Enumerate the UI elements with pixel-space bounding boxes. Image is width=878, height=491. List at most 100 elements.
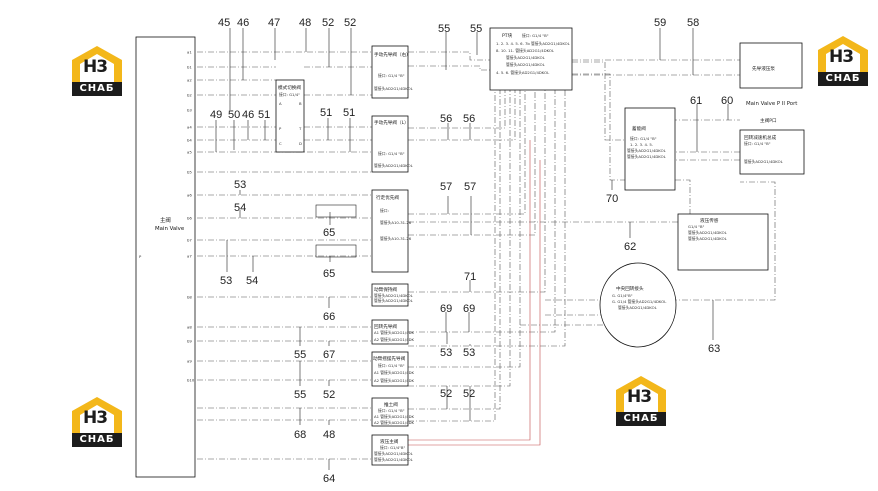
reference-number: 45 bbox=[218, 17, 230, 29]
svg-text:管接头AD2G1/4DKOL: 管接头AD2G1/4DKOL bbox=[506, 55, 546, 60]
main-valve-p-port: P bbox=[139, 254, 142, 259]
svg-text:动臂摇摆先导阀: 动臂摇摆先导阀 bbox=[373, 355, 406, 362]
logo-text: H3 bbox=[829, 47, 854, 67]
svg-text:手动先导阀（右）: 手动先导阀（右） bbox=[374, 51, 411, 58]
reference-number: 56 bbox=[440, 113, 452, 125]
svg-text:回转减速机总成: 回转减速机总成 bbox=[744, 134, 777, 141]
reference-number: 54 bbox=[246, 275, 258, 287]
reference-number: 51 bbox=[343, 107, 355, 119]
reference-number: 62 bbox=[624, 241, 636, 253]
logo-house-icon bbox=[72, 46, 122, 82]
reference-number: 54 bbox=[234, 202, 246, 214]
svg-text:管接头A10-31-26: 管接头A10-31-26 bbox=[380, 220, 412, 225]
reference-number: 67 bbox=[323, 349, 335, 361]
logo-house-icon bbox=[72, 397, 122, 433]
reference-number: 55 bbox=[438, 23, 450, 35]
main-valve-port: a5 bbox=[187, 150, 192, 155]
svg-text:T: T bbox=[298, 126, 302, 131]
svg-text:4. 5. 6. 管接头AD2G1/4DKOL: 4. 5. 6. 管接头AD2G1/4DKOL bbox=[496, 70, 550, 75]
svg-text:模式切换阀: 模式切换阀 bbox=[278, 84, 301, 91]
reference-number: 71 bbox=[464, 271, 476, 283]
block-hand-pilot-right: 手动先导阀（右） 接口: G1/4 "B" 管接头AD2G1/4DKOL bbox=[371, 45, 414, 99]
svg-text:A: A bbox=[279, 101, 282, 106]
main-valve-port: b4 bbox=[187, 138, 192, 143]
reference-number: 48 bbox=[299, 17, 311, 29]
reference-number: 57 bbox=[464, 181, 476, 193]
main-valve-port: b9 bbox=[187, 339, 192, 344]
svg-text:PT块: PT块 bbox=[502, 32, 513, 39]
label-main-valve-port: Main Valve P II Port 主阀P口 bbox=[746, 101, 797, 124]
reference-number: 52 bbox=[344, 17, 356, 29]
main-valve-port: a9 bbox=[187, 359, 192, 364]
svg-text:主阀P口: 主阀P口 bbox=[760, 117, 777, 124]
block-boom-holding: 动臂保持阀 管接头AD2G1/4DKOL 管接头AD2G1/4DKOL bbox=[371, 283, 414, 307]
main-valve-port: b3 bbox=[187, 108, 192, 113]
svg-text:C: C bbox=[279, 141, 282, 146]
svg-text:管接头AD2G1/4DKOL: 管接头AD2G1/4DKOL bbox=[688, 230, 728, 235]
svg-text:液压主阀: 液压主阀 bbox=[380, 438, 399, 445]
main-valve-port: a8 bbox=[187, 325, 192, 330]
block-arm-swing-pilot: 动臂摇摆先导阀 接口: G1/4 "B" A1 管接头AD2G1/4DK A2 … bbox=[371, 351, 415, 387]
svg-text:动臂保持阀: 动臂保持阀 bbox=[374, 286, 397, 293]
reference-number: 65 bbox=[323, 227, 335, 239]
block-accumulator: 蓄能阀 接口: G1/4 "B" 1. 2. 3. 4. 5. 管接头AD2G1… bbox=[624, 107, 676, 191]
reference-number: 58 bbox=[687, 17, 699, 29]
reference-number: 52 bbox=[322, 17, 334, 29]
svg-text:接口: G1/4 "B": 接口: G1/4 "B" bbox=[744, 141, 771, 146]
logo-house-icon bbox=[616, 376, 666, 412]
reference-number: 68 bbox=[294, 429, 306, 441]
reference-number: 53 bbox=[440, 347, 452, 359]
svg-text:接口: G1/4 "B": 接口: G1/4 "B" bbox=[630, 136, 657, 141]
reference-number: 52 bbox=[323, 389, 335, 401]
svg-text:手动先导阀（L）: 手动先导阀（L） bbox=[374, 119, 409, 126]
block-swing-pilot: 回转先导阀 A1 管接头AD2G1/4DK A2 管接头AD2G1/4DK bbox=[371, 319, 415, 345]
reference-number: 51 bbox=[258, 109, 270, 121]
logo-sub: СНАБ bbox=[72, 82, 122, 96]
block-mode-switch: 模式切换阀 接口: G1/4" A B P T C D bbox=[275, 79, 305, 153]
main-valve: 主阀 Main Valve P a1b1a2b2b3a4b4a5b5a6b6b7… bbox=[135, 36, 196, 478]
reference-number: 57 bbox=[440, 181, 452, 193]
reference-number: 46 bbox=[237, 17, 249, 29]
main-valve-port: b7 bbox=[187, 238, 192, 243]
block-walk-priority: 行走优先阀 接口: 管接头A10-31-26 管接头A10-31-26 bbox=[315, 189, 412, 273]
main-valve-en: Main Valve bbox=[155, 226, 185, 232]
svg-text:管接头AD2G1/4DKOL: 管接头AD2G1/4DKOL bbox=[374, 293, 414, 298]
block-hydraulic-sensor: 液压传感 G1/4 "B" 管接头AD2G1/4DKOL 管接头AD2G1/4D… bbox=[677, 213, 769, 271]
main-valve-port: a4 bbox=[187, 125, 192, 130]
svg-text:D: D bbox=[299, 141, 302, 146]
main-valve-port: a6 bbox=[187, 193, 192, 198]
svg-text:管接头AD2G1/4DKOL: 管接头AD2G1/4DKOL bbox=[618, 305, 658, 310]
logo-h3-snab-bottom-center: H3 СНАБ bbox=[612, 374, 670, 432]
block-center-swivel: 中央回转接头 G. G1/4"B" G. G1/4 管接头AD2G1/4DKOL… bbox=[599, 262, 677, 348]
svg-text:A1 管接头AD2G1/4DK: A1 管接头AD2G1/4DK bbox=[374, 330, 415, 335]
reference-number: 66 bbox=[323, 311, 335, 323]
reference-number: 55 bbox=[294, 389, 306, 401]
reference-number: 69 bbox=[440, 303, 452, 315]
logo-text: H3 bbox=[627, 387, 652, 407]
svg-text:管接头AD2G1/4DKOL: 管接头AD2G1/4DKOL bbox=[627, 154, 667, 159]
svg-text:管接头A10-31-26: 管接头A10-31-26 bbox=[380, 236, 412, 241]
svg-text:管接头AD2G1/4DKOL: 管接头AD2G1/4DKOL bbox=[374, 86, 414, 91]
main-valve-port: b5 bbox=[187, 170, 192, 175]
svg-text:A1 管接头AD2G1/4DK: A1 管接头AD2G1/4DK bbox=[374, 414, 415, 419]
block-swing-reducer: 回转减速机总成 接口: G1/4 "B" 管接头AD2G1/4DKOL bbox=[739, 129, 805, 175]
svg-text:管接头AD2G1/4DKOL: 管接头AD2G1/4DKOL bbox=[688, 236, 728, 241]
main-valve-port: b1 bbox=[187, 65, 192, 70]
main-valve-cn: 主阀 bbox=[160, 216, 171, 224]
logo-h3-snab-top-right: H3 СНАБ bbox=[814, 34, 872, 92]
svg-text:8. 10. 11. 管接头AD2G1/4DKOL: 8. 10. 11. 管接头AD2G1/4DKOL bbox=[496, 48, 555, 53]
reference-number: 60 bbox=[721, 95, 733, 107]
svg-text:接口: G1/4": 接口: G1/4" bbox=[279, 92, 300, 97]
svg-text:A2 管接头AD2G1/4DK: A2 管接头AD2G1/4DK bbox=[374, 378, 415, 383]
svg-text:G. G1/4 管接头AD2G1/4DKOL: G. G1/4 管接头AD2G1/4DKOL bbox=[612, 299, 667, 304]
reference-number: 46 bbox=[242, 109, 254, 121]
svg-text:行走优先阀: 行走优先阀 bbox=[376, 194, 399, 201]
reference-number: 65 bbox=[323, 268, 335, 280]
main-valve-box bbox=[135, 36, 196, 478]
svg-text:管接头AD2G1/4DKOL: 管接头AD2G1/4DKOL bbox=[374, 451, 414, 456]
logo-text: H3 bbox=[83, 57, 108, 77]
logo-house-icon bbox=[818, 36, 868, 72]
